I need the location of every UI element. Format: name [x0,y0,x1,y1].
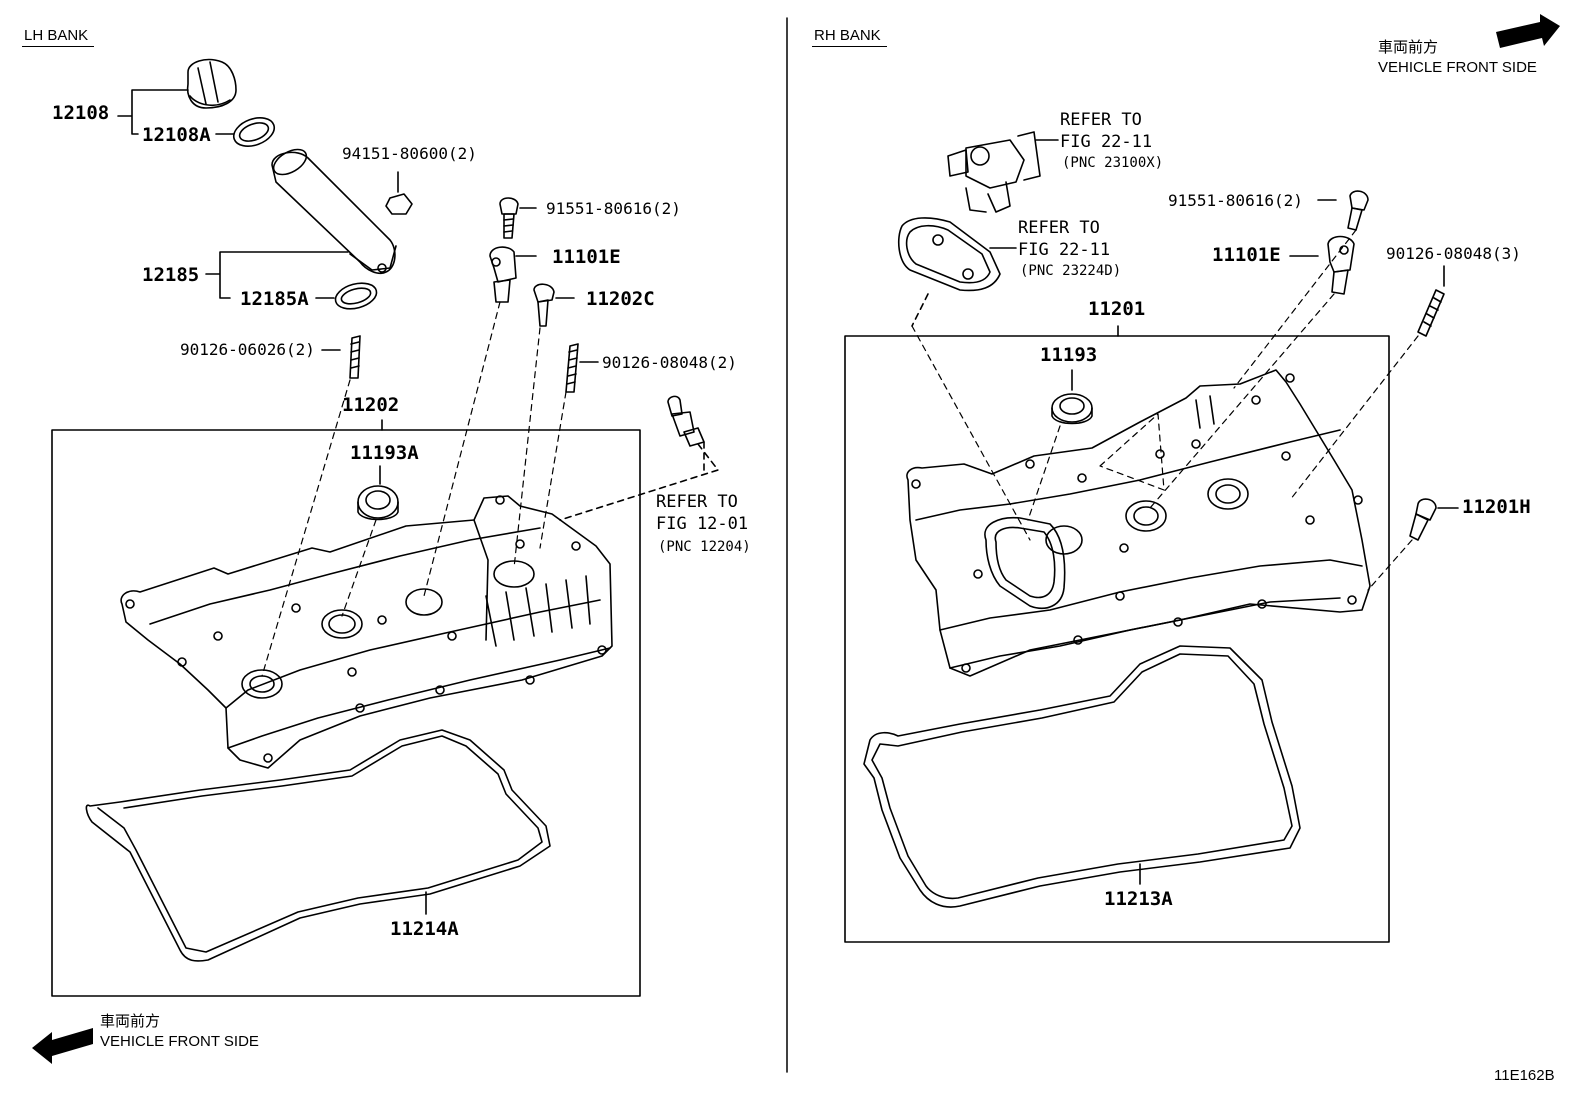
oil-filler-cap-icon [186,58,237,109]
seal-11193-icon [1051,393,1093,425]
part-label-12108a: 12108A [142,124,211,146]
part-label-11202: 11202 [342,394,400,416]
part-label-11101e-rh: 11101E [1212,244,1281,266]
ref-12204-dash [559,441,719,521]
lh-alignment-dashes [261,301,567,677]
pcv-valve-icon [667,395,705,447]
stud-90126-08048-rh-icon [1417,289,1445,337]
part-label-90126-08048-rh: 90126-08048(3) [1386,244,1521,263]
gasket-11213a-icon [863,645,1301,908]
part-label-12108: 12108 [52,102,110,124]
ref-23224d-line1: REFER TO [1018,218,1100,238]
part-label-11201: 11201 [1088,298,1146,320]
leader-12185 [205,251,349,299]
front-direction-en-bottom: VEHICLE FRONT SIDE [100,1033,259,1051]
cylinder-head-cover-lh-icon [120,495,613,769]
ref-23100x-line1: REFER TO [1060,110,1142,130]
stud-90126-08048-lh-icon [565,343,579,393]
ref-23224d-line2: FIG 22-11 [1018,240,1111,260]
gasket-11214a-icon [85,729,551,962]
purge-vsv-icon [947,131,1041,213]
part-label-91551-lh: 91551-80616(2) [546,199,681,218]
oil-filler-pipe-icon [271,148,397,275]
lh-assembly-frame [51,429,641,997]
front-direction-jp-bottom: 車両前方 [100,1013,161,1030]
ref-12204-line2: FIG 12-01 [656,514,749,534]
gasket-23224d-icon [897,217,1001,292]
part-label-11101e-lh: 11101E [552,246,621,268]
part-label-11202c: 11202C [586,288,655,310]
part-label-90126-06026: 90126-06026(2) [180,340,315,359]
ref-23224d-line3: (PNC 23224D) [1020,263,1122,279]
bolt-91551-rh-icon [1347,190,1369,231]
front-direction-jp-top: 車両前方 [1378,39,1439,56]
part-label-11201h: 11201H [1462,496,1531,518]
figure-code: 11E162B [1494,1067,1555,1084]
rh-assembly-frame [844,335,1390,943]
front-direction-note-top: 車両前方 VEHICLE FRONT SIDE [1378,38,1537,79]
bolt-91551-icon [499,197,519,239]
part-label-12185a: 12185A [240,288,309,310]
gasket-12185a-icon [334,282,378,310]
ref-23100x-line3: (PNC 23100X) [1062,155,1164,171]
front-direction-arrow-rh-icon [1496,14,1560,48]
part-label-11213a: 11213A [1104,888,1173,910]
lh-bank-title: LH BANK [22,28,95,47]
bolt-11202c-icon [533,283,555,327]
front-direction-en-top: VEHICLE FRONT SIDE [1378,59,1537,77]
gasket-12108a-icon [232,117,276,147]
part-label-11193a: 11193A [350,442,419,464]
part-label-12185: 12185 [142,264,200,286]
ref-23100x-line2: FIG 22-11 [1060,132,1153,152]
part-label-91551-rh: 91551-80616(2) [1168,191,1303,210]
front-direction-arrow-lh-icon [32,1028,93,1064]
part-label-11193: 11193 [1040,344,1098,366]
rh-alignment-dashes [911,229,1419,591]
ref-12204-line1: REFER TO [656,492,738,512]
camshaft-sensor-lh-icon [489,246,517,303]
part-label-94151: 94151-80600(2) [342,144,477,163]
front-direction-note-bottom: 車両前方 VEHICLE FRONT SIDE [100,1012,259,1053]
ref-12204-line3: (PNC 12204) [658,539,751,555]
camshaft-sensor-rh-icon [1327,235,1355,295]
leader-12108 [117,89,189,135]
cylinder-head-cover-rh-icon [906,369,1371,677]
part-label-90126-08048-lh: 90126-08048(2) [602,353,737,372]
bolt-11201h-icon [1409,498,1437,541]
nut-94151-icon [385,193,413,215]
seal-11193a-icon [357,485,399,521]
rh-bank-title: RH BANK [812,28,887,47]
stud-90126-06026-icon [349,335,361,379]
part-label-11214a: 11214A [390,918,459,940]
